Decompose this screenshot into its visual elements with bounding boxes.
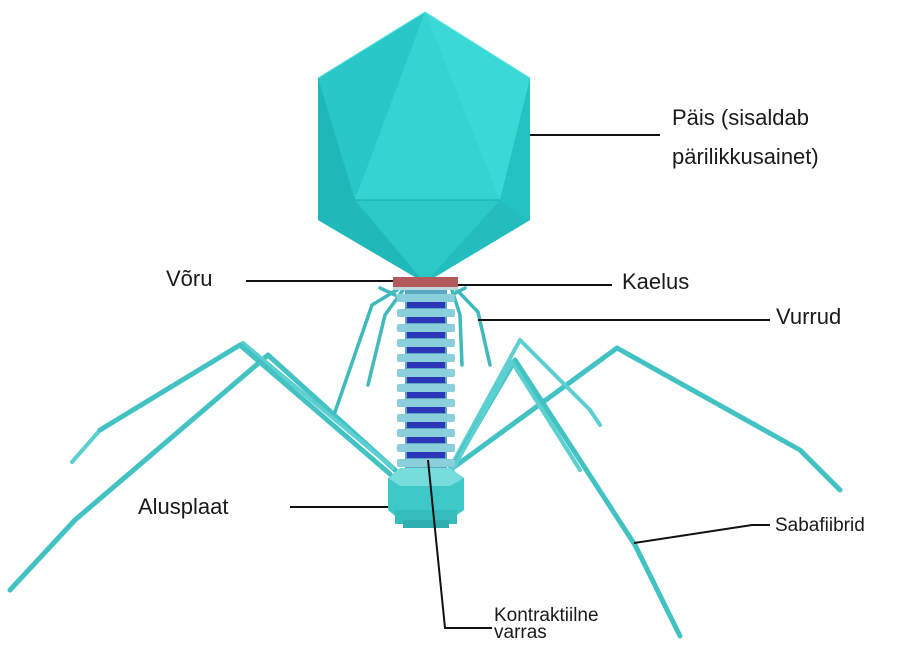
label-sheath-line2: varras [494, 621, 547, 646]
tail-fiber-left-outer-back [72, 343, 393, 468]
label-collar: Võru [166, 265, 212, 294]
head-capsid [318, 12, 530, 283]
label-baseplate: Alusplaat [138, 493, 229, 522]
tail-fiber-left-outer [10, 355, 395, 590]
label-tail-fibers: Sabafiibrid [775, 514, 865, 539]
label-neck: Kaelus [622, 268, 689, 297]
tail-fibers-front [100, 345, 390, 474]
label-head: Päis (sisaldab [672, 104, 809, 133]
collar [393, 277, 458, 290]
leader-tail-fibers [634, 525, 770, 543]
tail-fiber-right-long [445, 360, 680, 636]
tail-fiber-right-outer-back [450, 340, 600, 468]
label-head-line2: pärilikkusainet) [672, 143, 819, 172]
contractile-sheath [397, 290, 455, 468]
label-whiskers: Vurrud [776, 303, 841, 332]
baseplate [388, 468, 464, 528]
